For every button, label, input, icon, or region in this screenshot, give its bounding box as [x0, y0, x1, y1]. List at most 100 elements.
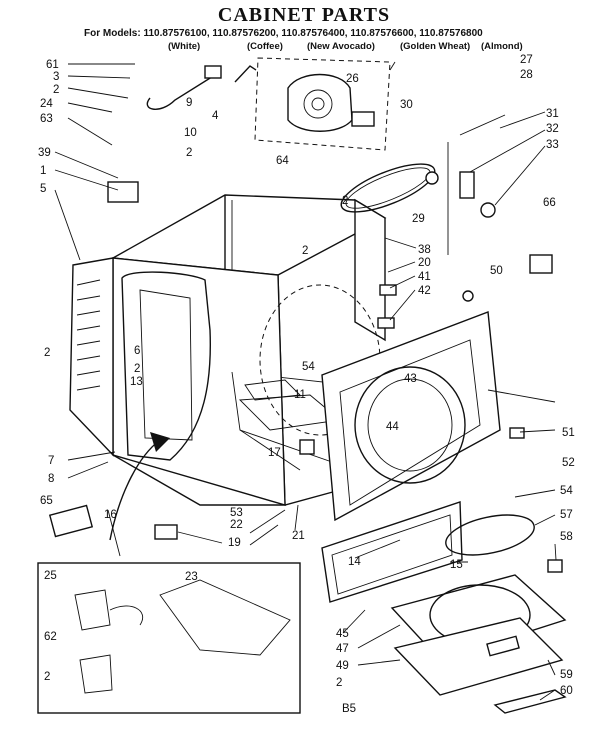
- drive-belt: [340, 163, 436, 213]
- part-19-clamp: [154, 524, 178, 540]
- label-32: 32: [546, 123, 559, 135]
- label-1: 1: [40, 165, 46, 177]
- label-62: 62: [44, 631, 57, 643]
- models-line: For Models: 110.87576100, 110.87576200, …: [84, 28, 483, 39]
- part-66-terminal: [529, 254, 553, 274]
- label-15: 15: [450, 559, 463, 571]
- label-7: 7: [48, 455, 54, 467]
- label-22: 22: [230, 519, 243, 531]
- diagram-title: CABINET PARTS: [217, 4, 391, 26]
- label-2c: 2: [342, 195, 348, 207]
- part-number-labels: 61 3 2 24 63 9 4 10 2 39 1 5 26 27 28 30…: [38, 54, 575, 715]
- assembly-arrow: [109, 439, 161, 541]
- label-30: 30: [400, 99, 413, 111]
- label-2b: 2: [186, 147, 192, 159]
- cord-plug: [204, 65, 222, 79]
- label-5: 5: [40, 183, 46, 195]
- label-3: 3: [53, 71, 59, 83]
- label-53: 53: [230, 507, 243, 519]
- label-64: 64: [276, 155, 289, 167]
- color-label-almond: (Almond): [481, 41, 523, 52]
- label-58: 58: [560, 531, 573, 543]
- label-2: 2: [53, 84, 59, 96]
- power-cord: [146, 74, 216, 110]
- label-65: 65: [40, 495, 53, 507]
- footer-code: B5: [342, 703, 356, 715]
- label-2f: 2: [134, 363, 140, 375]
- label-33: 33: [546, 139, 559, 151]
- label-2g: 2: [44, 671, 50, 683]
- toe-panel: [321, 501, 463, 603]
- color-label-coffee: (Coffee): [247, 41, 283, 52]
- label-2h: 2: [336, 677, 342, 689]
- label-54b: 54: [560, 485, 573, 497]
- label-57: 57: [560, 509, 573, 521]
- label-50: 50: [490, 265, 503, 277]
- label-9: 9: [186, 97, 192, 109]
- part-50-stop: [462, 290, 474, 302]
- label-10: 10: [184, 127, 197, 139]
- arrow-head: [150, 432, 170, 452]
- label-31: 31: [546, 108, 559, 120]
- small-parts: [48, 65, 563, 573]
- part-11-plug: [299, 439, 315, 455]
- label-20: 20: [418, 257, 431, 269]
- part-bracket-1: [107, 181, 139, 203]
- label-27: 27: [520, 54, 533, 66]
- label-61: 61: [46, 59, 59, 71]
- part-29-pulley: [425, 171, 439, 185]
- label-14: 14: [348, 556, 361, 568]
- color-label-golden-wheat: (Golden Wheat): [400, 41, 471, 52]
- label-49: 49: [336, 660, 349, 672]
- label-52: 52: [562, 457, 575, 469]
- part-52-switch: [509, 427, 525, 439]
- label-19: 19: [228, 537, 241, 549]
- label-42: 42: [418, 285, 431, 297]
- label-29: 29: [412, 213, 425, 225]
- part-58-catch: [547, 559, 563, 573]
- side-panel-left: [69, 257, 114, 457]
- part-32-roller: [480, 202, 496, 218]
- label-17: 17: [268, 447, 281, 459]
- label-8: 8: [48, 473, 54, 485]
- label-6: 6: [134, 345, 140, 357]
- part-9-bracket: [234, 65, 257, 83]
- label-43: 43: [404, 373, 417, 385]
- label-51: 51: [562, 427, 575, 439]
- label-4: 4: [212, 110, 219, 122]
- label-24: 24: [40, 98, 53, 110]
- label-21: 21: [292, 530, 305, 542]
- label-47: 47: [336, 643, 349, 655]
- color-label-white: (White): [168, 41, 201, 52]
- door-seal: [445, 514, 535, 556]
- part-65-pad: [48, 504, 94, 538]
- front-panel: [321, 311, 501, 522]
- leader-lines: [54, 61, 557, 701]
- label-2d: 2: [302, 245, 308, 257]
- label-66: 66: [543, 197, 556, 209]
- motor-assembly: [254, 57, 391, 151]
- wiring-inset: [37, 562, 301, 714]
- color-label-new-avocado: (New Avocado): [307, 41, 375, 52]
- label-13: 13: [130, 376, 143, 388]
- label-39: 39: [38, 147, 51, 159]
- label-45: 45: [336, 628, 349, 640]
- door-handle: [493, 689, 567, 714]
- label-28: 28: [520, 69, 533, 81]
- part-20-clip: [379, 284, 397, 296]
- label-11: 11: [294, 389, 306, 401]
- label-41: 41: [418, 271, 431, 283]
- door-assembly: [390, 574, 567, 696]
- label-23: 23: [185, 571, 198, 583]
- label-25: 25: [44, 570, 57, 582]
- label-16: 16: [104, 509, 117, 521]
- label-63: 63: [40, 113, 53, 125]
- label-44: 44: [386, 421, 399, 433]
- label-60: 60: [560, 685, 573, 697]
- label-38: 38: [418, 244, 431, 256]
- label-54: 54: [302, 361, 315, 373]
- label-2e: 2: [44, 347, 50, 359]
- label-59: 59: [560, 669, 573, 681]
- label-26: 26: [346, 73, 359, 85]
